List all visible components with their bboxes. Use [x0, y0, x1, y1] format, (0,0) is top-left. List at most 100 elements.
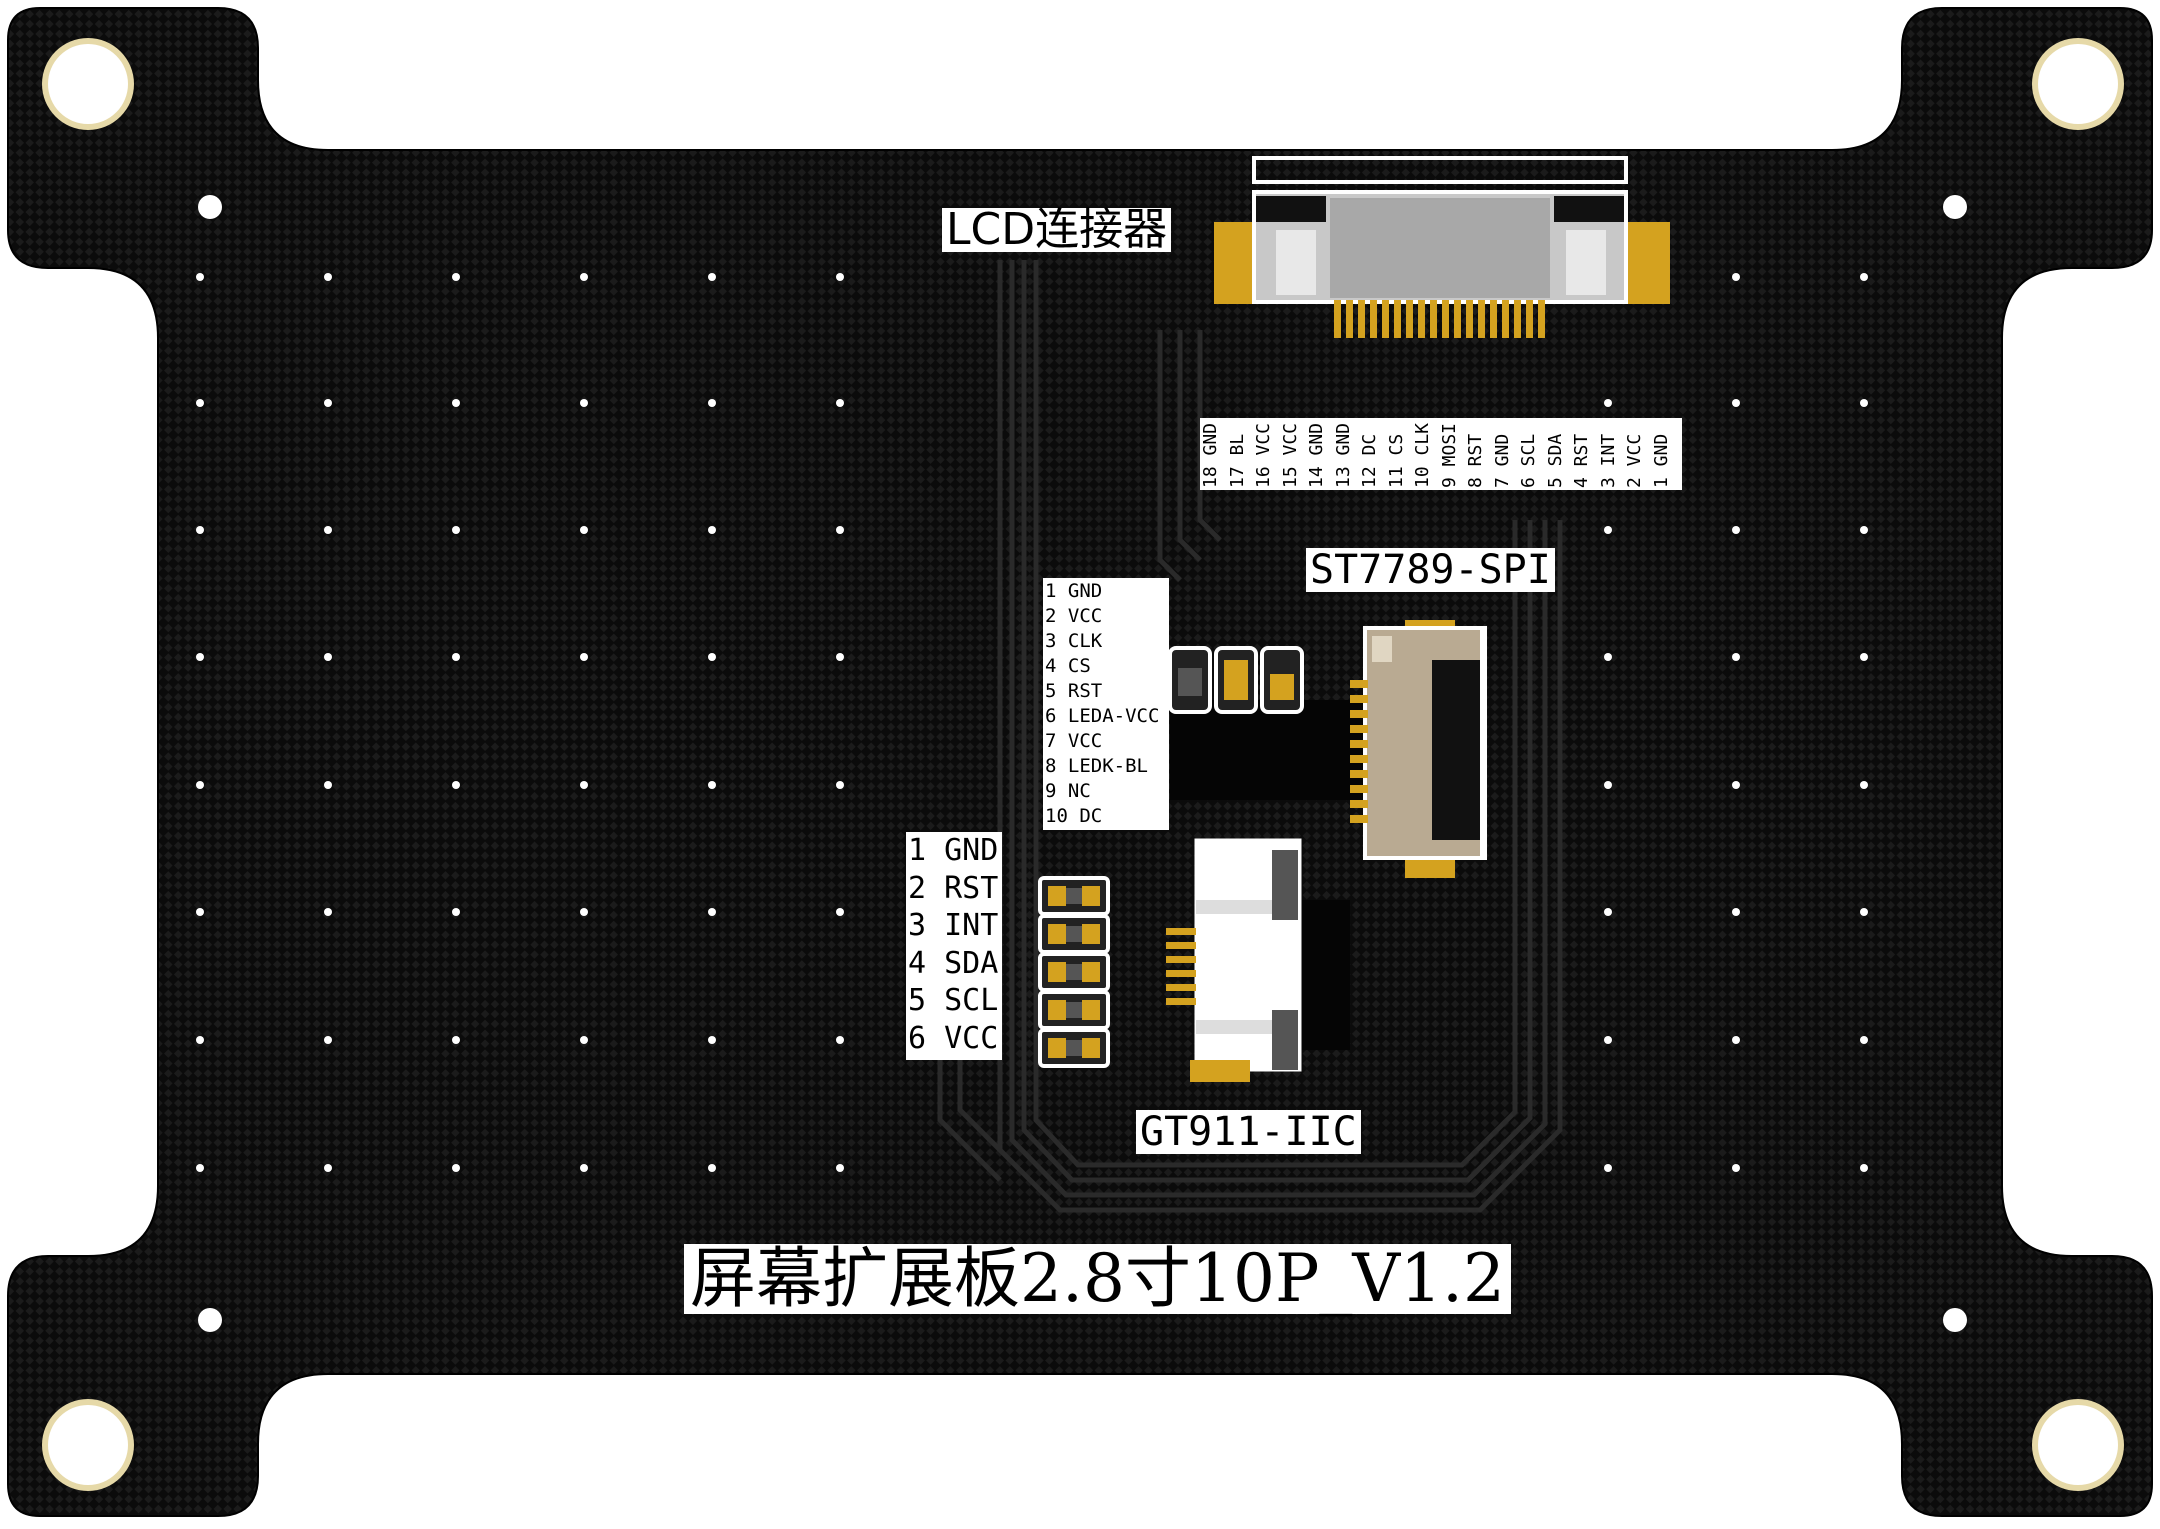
lcd-pin-label: 5 SDA	[1544, 433, 1566, 488]
via-dot	[196, 781, 204, 789]
via-dot	[196, 399, 204, 407]
via-dot	[580, 908, 588, 916]
via-dot	[708, 1164, 716, 1172]
resistor-body	[1066, 1040, 1082, 1056]
connector-pin	[1334, 300, 1341, 338]
lcd-pin-label: 12 DC	[1359, 433, 1380, 488]
via-dot	[836, 399, 844, 407]
via-dot	[1604, 908, 1612, 916]
st7789-connector	[1350, 620, 1487, 878]
via-dot	[452, 908, 460, 916]
via-dot	[1860, 273, 1868, 281]
resistor-pad	[1082, 1000, 1100, 1020]
via-dot	[580, 1164, 588, 1172]
connector-pin	[1478, 300, 1485, 338]
connector-pin	[1430, 300, 1437, 338]
via-dot	[836, 653, 844, 661]
lcd-connector-label: LCD连接器	[942, 208, 1172, 252]
via-grid	[196, 273, 1868, 1172]
connector-pin	[1350, 770, 1368, 778]
via-dot	[452, 781, 460, 789]
via-dot	[324, 653, 332, 661]
via-dot	[1732, 908, 1740, 916]
iic-pin-label: 2 RST	[908, 870, 999, 906]
via-dot	[580, 399, 588, 407]
iic-pin-label: 6 VCC	[908, 1020, 999, 1056]
via-dot	[452, 399, 460, 407]
lcd-pin-label: 13 GND	[1332, 422, 1354, 488]
via-dot	[452, 653, 460, 661]
via-dot	[324, 908, 332, 916]
lcd-pin-label: 17 BL	[1226, 433, 1248, 488]
connector-pin	[1166, 998, 1196, 1005]
spi-pin-label: 1 GND	[1045, 580, 1103, 602]
via-dot	[196, 653, 204, 661]
resistor-pad	[1048, 962, 1066, 982]
iic-resistor-chain	[1038, 876, 1110, 1068]
connector-pin	[1350, 800, 1368, 808]
spi-pin-label: 3 CLK	[1045, 630, 1103, 652]
via-dot	[836, 781, 844, 789]
via-dot	[324, 781, 332, 789]
resistor-pad	[1048, 886, 1066, 906]
resistor-body	[1066, 964, 1082, 980]
spi-pin-label: 5 RST	[1045, 680, 1103, 702]
via-dot	[196, 273, 204, 281]
connector-pin	[1466, 300, 1473, 338]
smd-resistor-array	[1168, 646, 1304, 714]
via-dot	[324, 1036, 332, 1044]
via-dot	[1604, 781, 1612, 789]
connector-pin	[1418, 300, 1425, 338]
via-hole	[1943, 195, 1967, 219]
mounting-hole-bottom-right	[2032, 1399, 2124, 1491]
iic-pin-label: 1 GND	[908, 833, 999, 868]
lcd-pin-label: 15 VCC	[1279, 422, 1301, 488]
via-dot	[196, 526, 204, 534]
via-dot	[836, 526, 844, 534]
via-dot	[836, 1036, 844, 1044]
resistor-pad	[1082, 886, 1100, 906]
st7789-spi-label: ST7789-SPI	[1306, 548, 1555, 592]
via-dot	[452, 273, 460, 281]
via-dot	[324, 1164, 332, 1172]
via-dot	[708, 781, 716, 789]
via-dot	[196, 1036, 204, 1044]
lcd-pin-label: 7 GND	[1491, 433, 1513, 488]
mounting-hole-top-right	[2032, 38, 2124, 130]
connector-pin	[1350, 785, 1368, 793]
via-dot	[1860, 1036, 1868, 1044]
via-dot	[1604, 526, 1612, 534]
iic-pin-label: 4 SDA	[908, 945, 999, 981]
via-dot	[836, 273, 844, 281]
via-dot	[324, 273, 332, 281]
spi-pin-label: 2 VCC	[1045, 605, 1103, 627]
connector-pin	[1358, 300, 1365, 338]
connector-pin	[1350, 710, 1368, 718]
connector-pin	[1394, 300, 1401, 338]
via-dot	[580, 653, 588, 661]
via-hole	[198, 1308, 222, 1332]
spi-pin-label: 7 VCC	[1045, 730, 1103, 752]
resistor-body	[1066, 888, 1082, 904]
connector-pin	[1346, 300, 1353, 338]
via-dot	[1732, 526, 1740, 534]
connector-pin	[1350, 680, 1368, 688]
via-dot	[580, 526, 588, 534]
trace-bundle-spi	[1170, 700, 1365, 800]
via-dot	[1732, 1036, 1740, 1044]
via-dot	[580, 781, 588, 789]
st7789-connector-pins	[1350, 680, 1368, 823]
via-dot	[1732, 781, 1740, 789]
via-dot	[1732, 399, 1740, 407]
via-dot	[1860, 399, 1868, 407]
resistor-pad	[1082, 962, 1100, 982]
connector-pin	[1350, 725, 1368, 733]
board-title: 屏幕扩展板2.8寸10P_V1.2	[684, 1244, 1511, 1314]
via-dot	[708, 653, 716, 661]
spi-pin-label: 9 NC	[1045, 780, 1091, 802]
via-dot	[1860, 908, 1868, 916]
connector-pin	[1166, 970, 1196, 977]
via-dot	[1860, 653, 1868, 661]
